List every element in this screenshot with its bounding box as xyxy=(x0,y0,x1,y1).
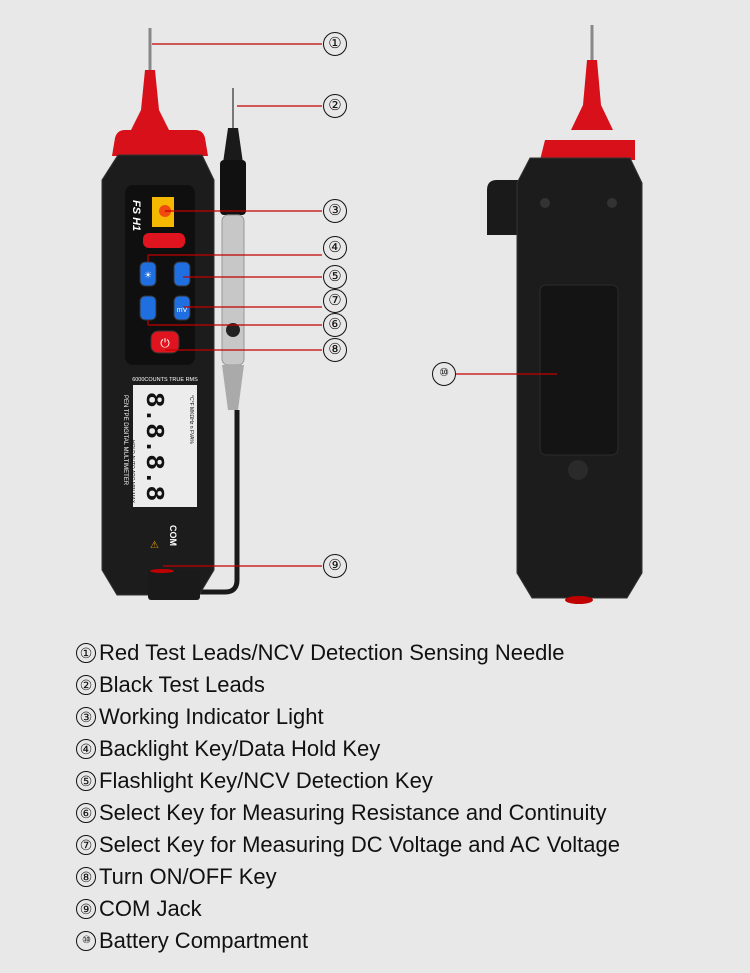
callout-4: ④ xyxy=(323,236,347,260)
voltage-mv-button[interactable] xyxy=(173,295,191,321)
legend-text: Turn ON/OFF Key xyxy=(99,864,277,889)
lcd-screen xyxy=(133,385,197,507)
legend-text: Backlight Key/Data Hold Key xyxy=(99,736,381,761)
callout-6: ⑥ xyxy=(323,313,347,337)
black-probe-body xyxy=(221,214,245,366)
resistance-continuity-button[interactable] xyxy=(139,295,157,321)
legend-num: ⑥ xyxy=(76,803,96,823)
callout-2: ② xyxy=(323,94,347,118)
callout-7: ⑦ xyxy=(323,289,347,313)
back-view-multimeter xyxy=(487,25,643,604)
black-probe-holder xyxy=(220,160,246,215)
front-view-multimeter: FS H1 ☀ mV ⏻ 6000COUNTS TRUE RMS 8.8.8.8… xyxy=(101,28,246,600)
callout-5: ⑤ xyxy=(323,265,347,289)
com-jack xyxy=(148,570,200,600)
black-lead-wire xyxy=(195,410,240,595)
legend-text: Select Key for Measuring DC Voltage and … xyxy=(99,832,620,857)
legend-num: ⑧ xyxy=(76,867,96,887)
legend-text: Battery Compartment xyxy=(99,928,309,953)
legend-text: Red Test Leads/NCV Detection Sensing Nee… xyxy=(99,640,565,665)
legend-text: Black Test Leads xyxy=(99,672,265,697)
power-button[interactable] xyxy=(150,330,180,354)
lcd-units: °C°F MKΩHz n FVA% xyxy=(188,395,194,444)
mv-label: mV xyxy=(177,307,188,314)
com-label: COM xyxy=(168,525,178,546)
power-icon: ⏻ xyxy=(160,336,170,350)
legend-num: ③ xyxy=(76,707,96,727)
model-label: FS H1 xyxy=(130,200,142,231)
pocket-clip xyxy=(487,180,522,235)
legend-text: Select Key for Measuring Resistance and … xyxy=(99,800,607,825)
legend-num: ② xyxy=(76,675,96,695)
battery-compartment xyxy=(539,284,619,456)
red-probe-tip xyxy=(131,70,169,130)
legend-num: ① xyxy=(76,643,96,663)
sun-icon: ☀ xyxy=(144,270,152,280)
warning-icon: ⚠ xyxy=(150,540,159,551)
battery-screw xyxy=(568,460,588,480)
legend-num: ⑩ xyxy=(76,931,96,951)
callout-10: ⑩ xyxy=(432,362,456,386)
callout-8: ⑧ xyxy=(323,338,347,362)
lcd-digits: 8.8.8.8 xyxy=(139,392,169,501)
red-top-button[interactable] xyxy=(143,233,185,248)
legend-text: COM Jack xyxy=(99,896,202,921)
legend-num: ⑨ xyxy=(76,899,96,919)
lcd-side-label: PEN TPE DIGITAL MULTIMETER xyxy=(122,395,128,486)
callout-9: ⑨ xyxy=(323,554,347,578)
leader-lines xyxy=(147,43,557,567)
lcd-modes: HOLD AUTO APO MIN MAX xyxy=(129,440,135,504)
flashlight-ncv-button[interactable] xyxy=(173,261,191,287)
lcd-top-label: 6000COUNTS TRUE RMS xyxy=(132,377,198,383)
callout-3: ③ xyxy=(323,199,347,223)
legend-num: ⑦ xyxy=(76,835,96,855)
legend-text: Flashlight Key/NCV Detection Key xyxy=(99,768,433,793)
legend-num: ④ xyxy=(76,739,96,759)
legend-text: Working Indicator Light xyxy=(99,704,324,729)
legend-num: ⑤ xyxy=(76,771,96,791)
callout-1: ① xyxy=(323,32,347,56)
